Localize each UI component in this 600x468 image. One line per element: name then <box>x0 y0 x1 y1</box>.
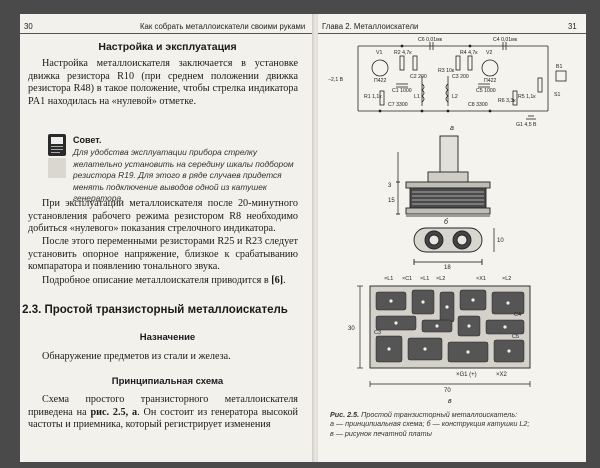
tip-icon-shadow <box>48 158 66 178</box>
figure-caption: Рис. 2.5. Простой транзисторный металлои… <box>330 410 530 438</box>
label-c7: C7 3300 <box>388 102 408 108</box>
label-r4: R4 4,7к <box>460 50 478 56</box>
label-c4: C4 0,01мк <box>493 37 518 43</box>
page-number-right: 31 <box>568 22 577 31</box>
label-r5: R5 1,1к <box>518 94 536 100</box>
pcb-label-g1: ×G1 (+) <box>456 372 477 378</box>
figure-label-b: б <box>444 218 449 226</box>
coil-dim-4: 10 <box>497 238 504 244</box>
pcb-label-top-1: ×L1 <box>384 276 393 282</box>
page-number-left: 30 <box>24 22 33 31</box>
label-c1: C1 1000 <box>392 88 412 94</box>
label-v1-type: П422 <box>374 78 386 84</box>
pcb-label-c5: C5 <box>512 334 519 340</box>
book-gutter <box>312 14 320 462</box>
label-r1: R1 1,1к <box>364 94 382 100</box>
purpose-heading: Назначение <box>139 332 196 343</box>
pcb-label-top-6: ×L2 <box>502 276 511 282</box>
pcb-label-top-5: ×X1 <box>476 276 486 282</box>
coil-drawing: 3 15 18 10 б <box>388 135 504 271</box>
pcb-label-top-4: ×L2 <box>436 276 445 282</box>
label-r3: R3 10к <box>438 68 455 74</box>
paragraph-operation: При эксплуатации металлоискателя после 2… <box>28 198 298 235</box>
header-rule <box>20 33 315 34</box>
pcb-label-bottom: ×X2 <box>496 372 508 378</box>
figure-label-c: в <box>448 398 452 405</box>
label-l2: L2 <box>452 94 458 100</box>
label-s1: S1 <box>554 92 560 98</box>
coil-dim-3: 18 <box>444 265 451 271</box>
running-head-left: Как собрать металлоискатели своими рукам… <box>140 22 306 31</box>
label-c6: C6 0,01мк <box>418 37 443 43</box>
figure-label-a: а <box>450 125 454 131</box>
paragraph-schematic: Схема простого транзисторного металлоиск… <box>28 394 298 431</box>
coil-dim-2: 15 <box>388 198 395 204</box>
tip-icon <box>48 134 66 156</box>
pcb-height: 30 <box>348 326 355 332</box>
label-c5: C5 1000 <box>476 88 496 94</box>
label-r2: R2 4,7к <box>394 50 412 56</box>
label-g1: G1 4,5 В <box>516 122 537 128</box>
label-b1: B1 <box>556 64 562 70</box>
pcb-label-c3: C3 <box>374 330 381 336</box>
paragraph-reference: Подробное описание металлоискателя приво… <box>42 275 286 286</box>
label-v1: V1 <box>376 50 382 56</box>
label-v2-type: П422 <box>484 78 496 84</box>
running-head-right: Глава 2. Металлоискатели <box>322 22 419 31</box>
label-l1: L1 <box>414 94 420 100</box>
label-c8: C8 3300 <box>468 102 488 108</box>
pcb-label-c4: C4 <box>514 312 521 318</box>
header-rule-right <box>318 33 586 34</box>
left-page: 30 Как собрать металлоискатели своими ру… <box>20 14 315 462</box>
section-title: Настройка и эксплуатация <box>98 41 237 53</box>
schematic-diagram: C6 0,01мк C4 0,01мк V1 П422 V2 П422 R2 4… <box>328 37 567 131</box>
tip-text: Для удобства эксплуатации прибора стрелк… <box>73 147 294 204</box>
right-page: Глава 2. Металлоискатели 31 <box>318 14 586 462</box>
pcb-label-top-2: ×C1 <box>402 276 412 282</box>
label-supply: −2,1 В <box>328 77 344 83</box>
paragraph-resistors: После этого переменными резисторами R25 … <box>28 236 298 273</box>
coil-dim-1: 3 <box>388 183 392 189</box>
pcb-label-top-3: ×L1 <box>420 276 429 282</box>
label-v2: V2 <box>486 50 492 56</box>
label-c2: C2 200 <box>410 74 427 80</box>
schematic-heading: Принципиальная схема <box>111 376 224 387</box>
label-r6: R6 3,3к <box>498 98 516 104</box>
pcb-width: 70 <box>444 388 451 394</box>
pcb-drawing: ×L1 ×C1 ×L1 ×L2 ×X1 ×L2 <box>348 276 531 405</box>
purpose-text: Обнаружение предметов из стали и железа. <box>42 351 231 362</box>
paragraph-setup: Настройка металлоискателя заключается в … <box>28 58 298 107</box>
chapter-heading: 2.3. Простой транзисторный металлоискате… <box>22 304 288 316</box>
label-c3: C3 200 <box>452 74 469 80</box>
tip-label: Совет. <box>73 135 102 145</box>
